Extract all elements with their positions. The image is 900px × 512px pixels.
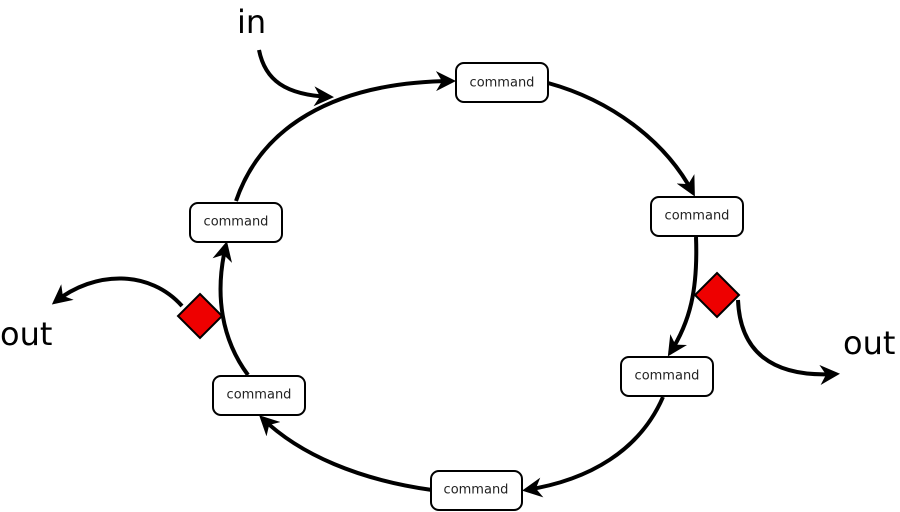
edge-right-upper-to-right-lower [667, 236, 699, 357]
node-label: command [227, 388, 292, 403]
label-in: in [237, 3, 266, 41]
node-top: command [455, 62, 549, 103]
label-out-left: out [0, 315, 52, 353]
node-left-lower: command [212, 375, 306, 416]
node-label: command [635, 369, 700, 384]
node-label: command [204, 215, 269, 230]
edge-bottom-to-left-lower [259, 415, 433, 492]
label-out-right: out [843, 324, 895, 362]
edge-left-upper-to-top [234, 71, 456, 202]
node-label: command [665, 209, 730, 224]
node-label: command [470, 76, 535, 91]
node-right-lower: command [620, 356, 714, 397]
edge-top-to-right-upper [547, 81, 695, 197]
edge-left-lower-to-left-upper [212, 241, 250, 377]
edge-right-lower-to-bottom [522, 396, 665, 498]
decision-diamond-right [693, 271, 741, 319]
decision-diamond-left [176, 292, 224, 340]
node-right-upper: command [650, 196, 744, 237]
edge-out-left [51, 276, 184, 308]
edge-out-right [736, 299, 840, 385]
node-label: command [444, 483, 509, 498]
node-left-upper: command [189, 202, 283, 243]
edge-in [257, 49, 334, 107]
node-bottom: command [430, 470, 523, 511]
